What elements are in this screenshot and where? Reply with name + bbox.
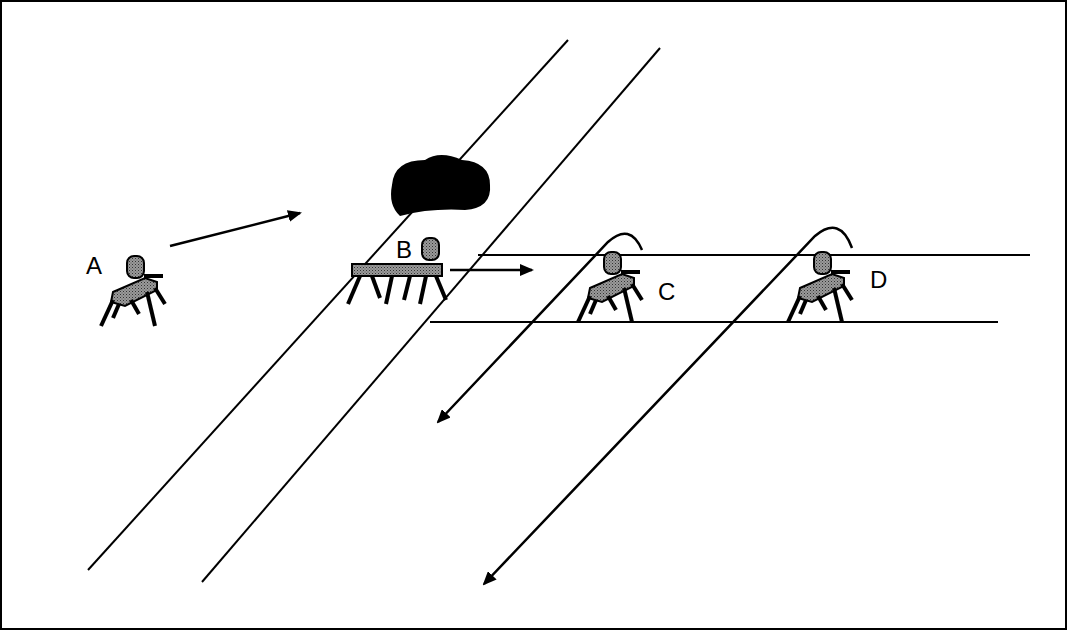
robot-label: B [394,238,414,262]
robot [578,252,642,322]
robot-label: A [84,254,104,278]
band-edge [88,40,568,570]
rock [391,155,490,216]
band-edge [478,254,1030,256]
robot [788,252,852,322]
motion-arrow [484,228,852,584]
band-edge [430,321,998,323]
motion-arrow [170,213,300,246]
motion-arrow [438,234,642,422]
motion-arrow [450,269,532,272]
robot [348,238,446,304]
robot [101,256,165,326]
robot-label: C [656,280,677,304]
robot-label: D [868,268,889,292]
band-edge [202,48,660,582]
